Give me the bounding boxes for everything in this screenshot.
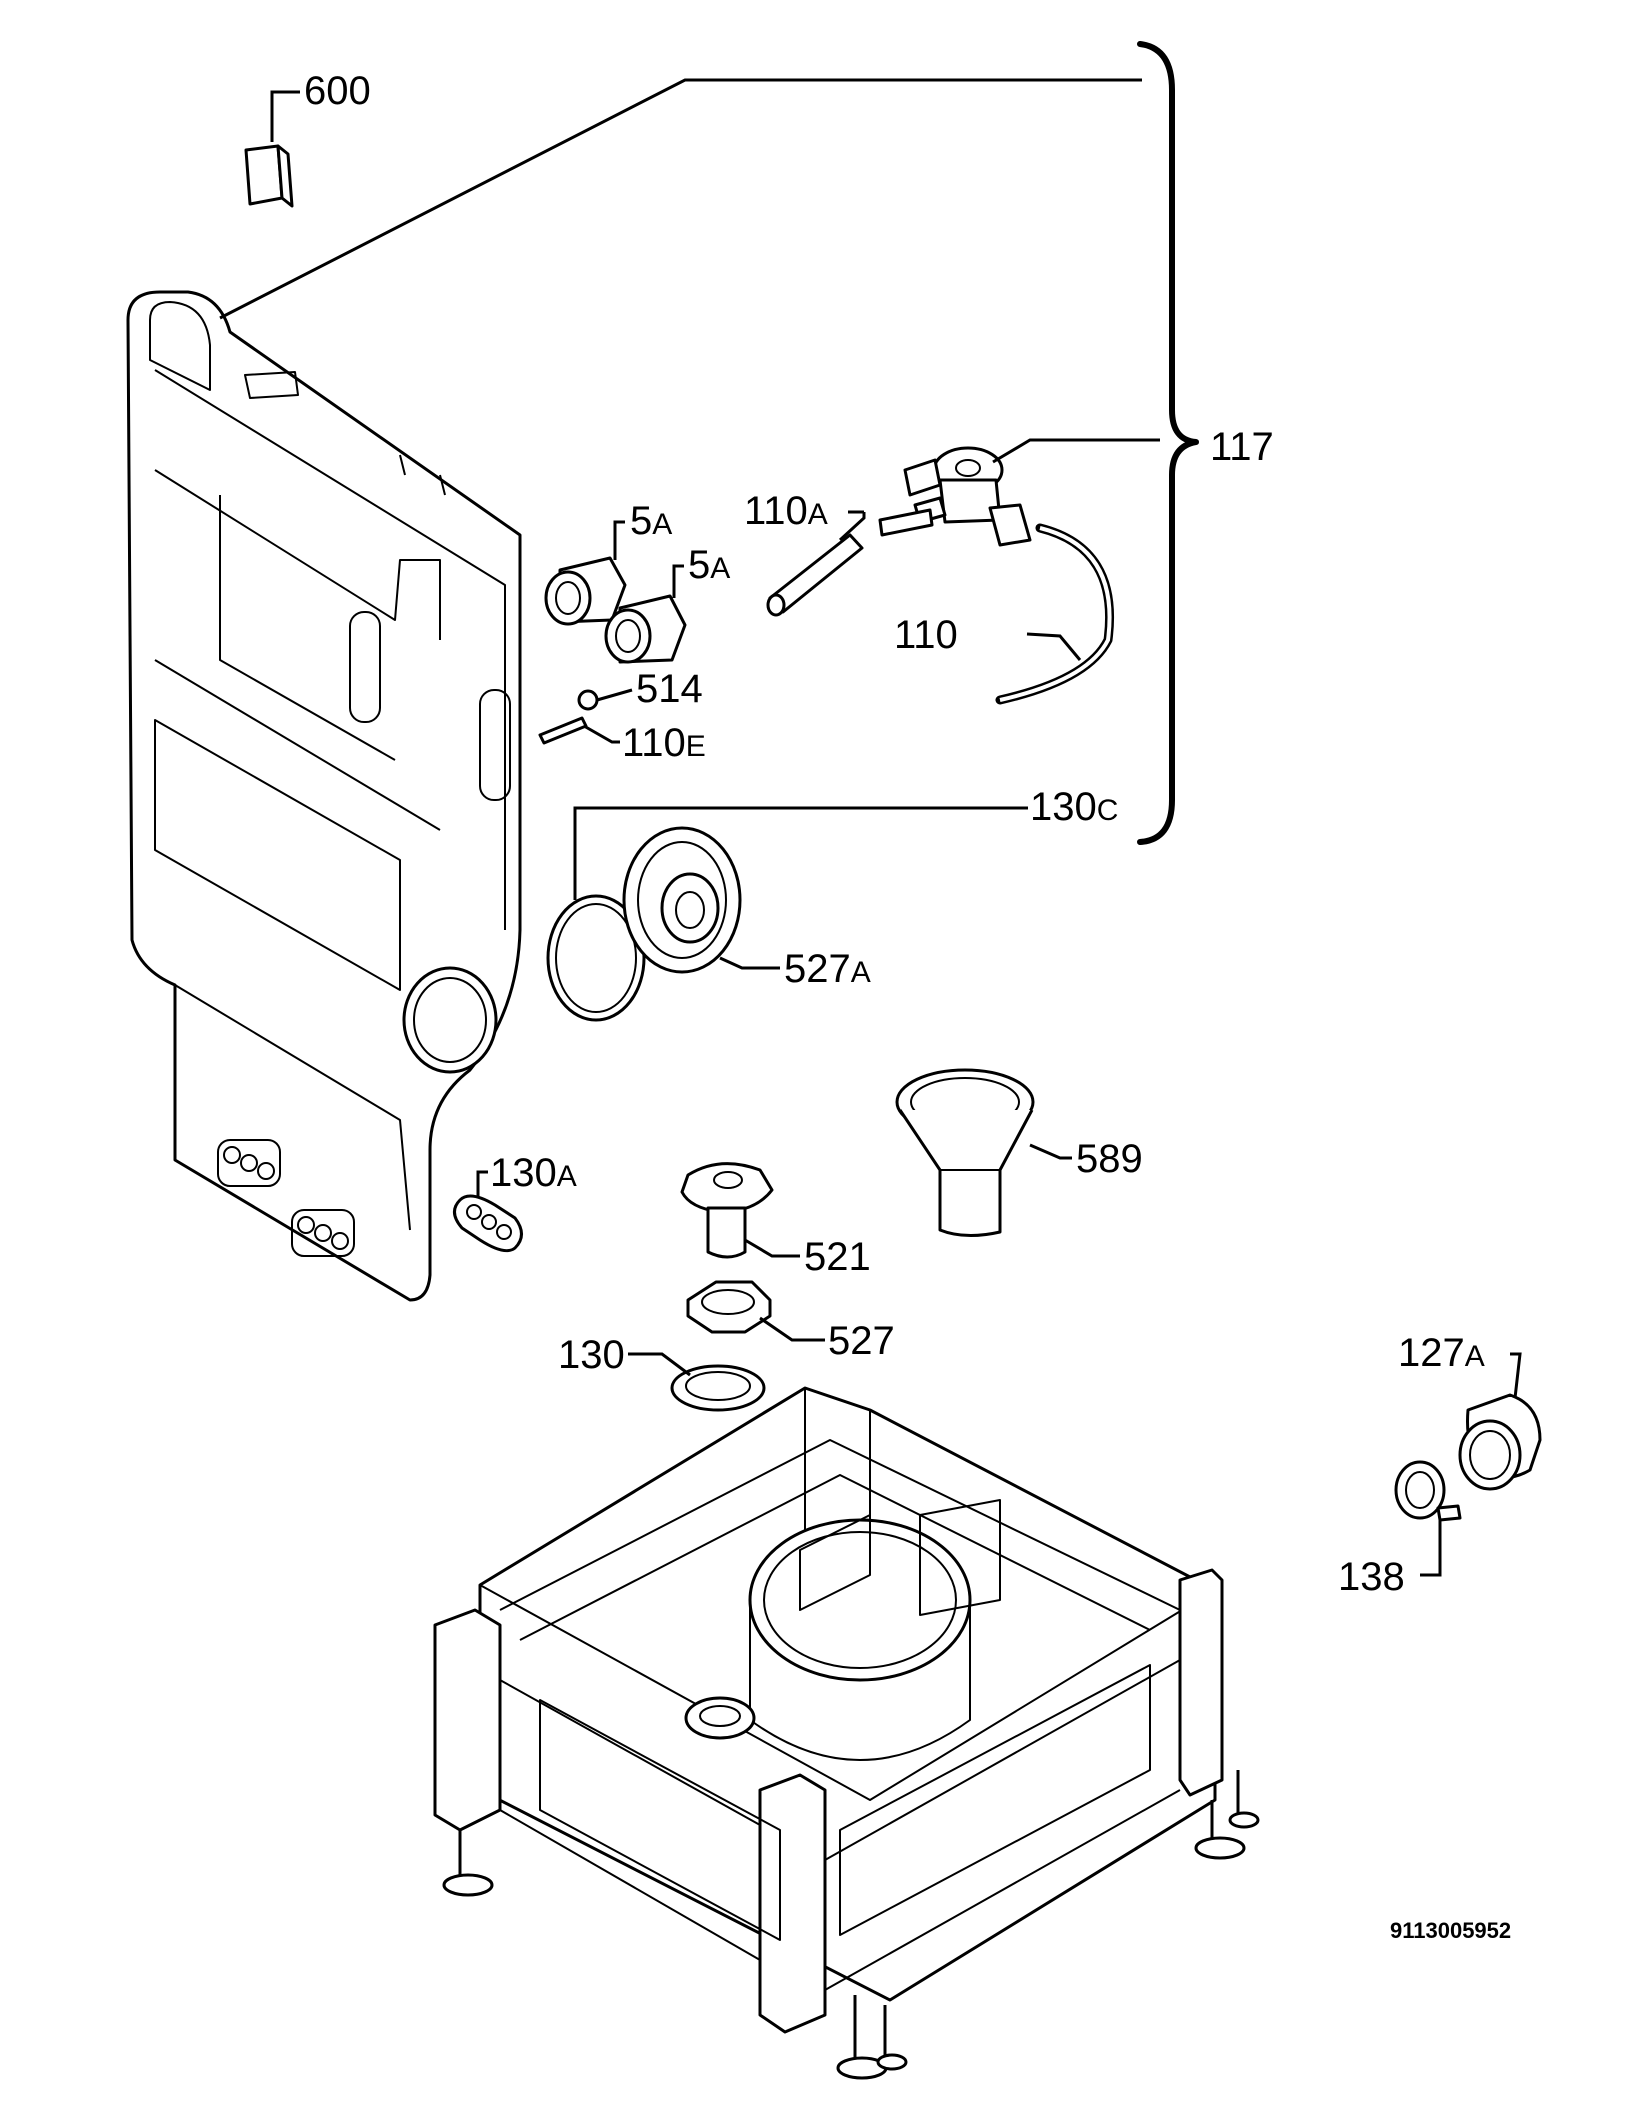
label-130: 130 (558, 1333, 625, 1377)
part-527a-sump-cover (622, 826, 780, 974)
part-127a-hose-connector (1458, 1352, 1542, 1491)
label-521: 521 (804, 1235, 871, 1279)
part-130-seal (628, 1352, 766, 1412)
label-138: 138 (1338, 1555, 1405, 1599)
label-117: 117 (1210, 425, 1274, 469)
part-514-nut (577, 688, 633, 711)
bracket-117 (1137, 41, 1199, 845)
part-138-clamp (1394, 1460, 1462, 1577)
part-5a-valve-upper (544, 520, 627, 626)
part-527-nut (686, 1280, 825, 1342)
label-110: 110 (894, 613, 958, 657)
label-589: 589 (1076, 1137, 1143, 1181)
label-110a: 110A (744, 489, 828, 533)
part-130c-seal-ring (546, 806, 1028, 1022)
assembly-117-leader-top (219, 78, 1142, 320)
label-5a-lower: 5A (688, 543, 730, 587)
document-number: 9113005952 (1390, 1918, 1511, 1943)
panel-lower-holes (217, 1139, 355, 1257)
part-110a-tube (766, 510, 866, 617)
base-frame (433, 1386, 1260, 2080)
part-589-funnel (895, 1068, 1072, 1237)
label-127a: 127A (1398, 1331, 1485, 1375)
part-117-valve-assembly (878, 438, 1160, 547)
label-600: 600 (304, 69, 371, 113)
label-5a-upper: 5A (630, 499, 672, 543)
part-110-hose (995, 523, 1115, 705)
side-panel (126, 290, 522, 1302)
label-514: 514 (636, 667, 703, 711)
part-600-block (244, 90, 300, 208)
base-feet (442, 1770, 1260, 2080)
label-130c: 130C (1030, 785, 1118, 829)
part-521-spray-nut (680, 1162, 800, 1259)
label-130a: 130A (490, 1151, 577, 1195)
part-130a-gasket (453, 1170, 523, 1253)
label-527a: 527A (784, 947, 871, 991)
part-110e-pin (538, 716, 620, 745)
part-5a-valve-lower (604, 564, 687, 664)
label-527: 527 (828, 1319, 895, 1363)
label-110e: 110E (622, 721, 706, 765)
